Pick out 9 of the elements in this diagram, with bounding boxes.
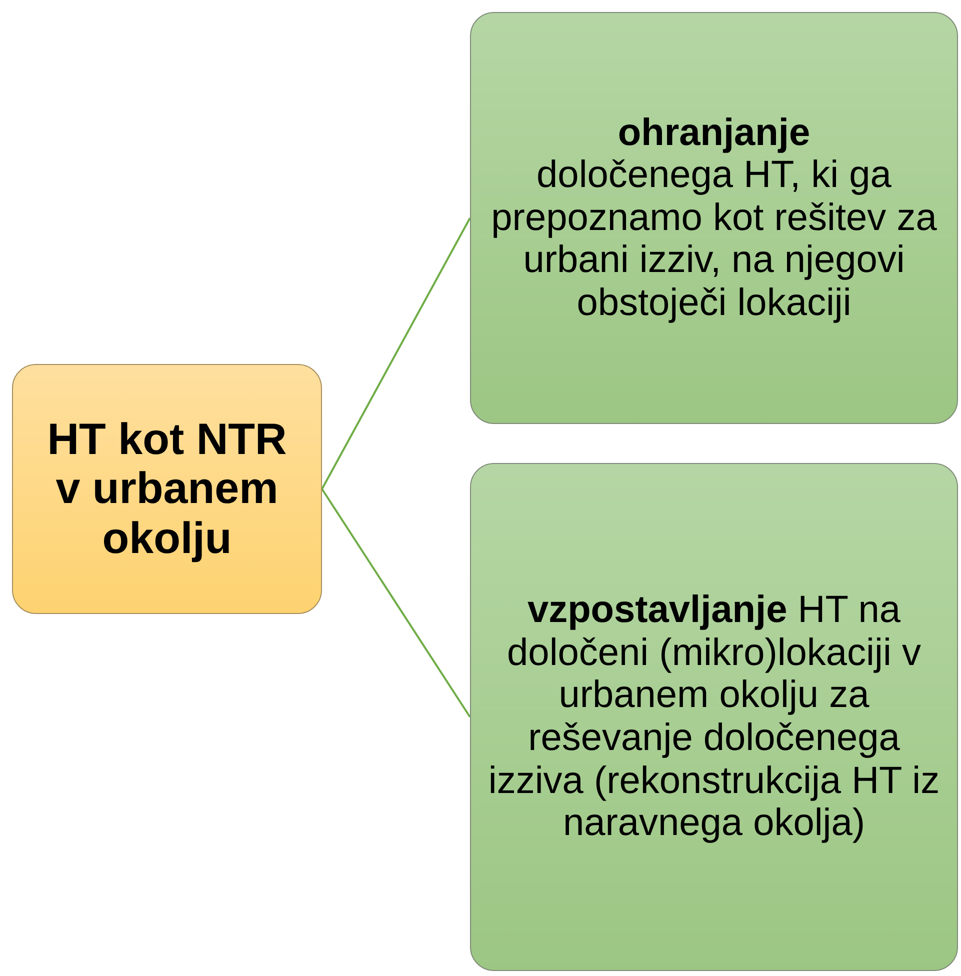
topic-title: HT kot NTR v urbanem okolju [46,415,288,563]
description-text: vzpostavljanje HT na določeni (mikro)lokaciji v urbanem okolju za reševanje določenega izziva (rekonstrukcija HT iz naravnega okolja) [487,589,941,845]
connector-line [321,218,471,490]
connector-line [321,488,471,718]
description-heading: ohranjanje [616,112,812,154]
description-box [470,463,958,971]
description-box [470,12,958,424]
description-text: določenega HT, ki ga prepoznamo kot rešitev za urbani izziv, na njegovi obstoječi lokaciji [490,154,938,324]
topic-box [12,364,322,614]
